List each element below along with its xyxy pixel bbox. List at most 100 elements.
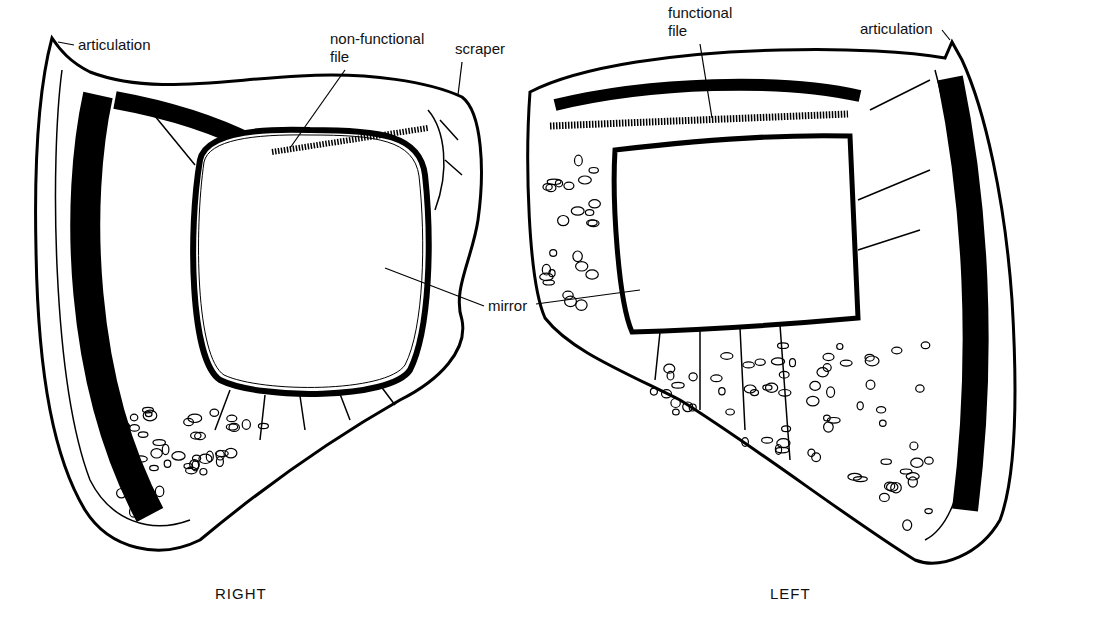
part-label: scraper [455, 40, 505, 58]
wing-cell [226, 424, 237, 430]
wing-cell [880, 493, 890, 501]
wing-cell [755, 359, 765, 365]
wing-cell [195, 432, 206, 439]
wing-cell [588, 220, 599, 227]
right-wing-outline [36, 38, 482, 550]
wing-cell [563, 291, 573, 299]
wing-cell [807, 396, 819, 406]
wing-cell [558, 216, 569, 226]
wing-cell [550, 250, 557, 257]
wing-cell [227, 415, 237, 421]
wing-cell [200, 469, 207, 475]
wing-cell [766, 383, 778, 392]
wing-cell [151, 449, 162, 458]
wing-cell [910, 442, 918, 450]
wing-cell [837, 344, 843, 350]
wing-cell [854, 477, 868, 482]
wing-cell [576, 300, 587, 311]
wing-cell [925, 509, 932, 514]
wing-cell [573, 251, 582, 262]
left-mirror [614, 136, 858, 332]
wing-cell [172, 452, 185, 460]
wing-cell [743, 362, 754, 368]
wing-cell [164, 460, 171, 467]
wing-cell [887, 483, 898, 492]
wing-cell [726, 409, 735, 415]
wing-cell [216, 451, 229, 457]
dark-band [85, 95, 150, 515]
wing-cell [827, 387, 835, 398]
wing-cell [555, 180, 562, 187]
wing-cell [877, 407, 886, 413]
right-wing-inner-edge [55, 70, 190, 526]
wing-cell [900, 469, 912, 474]
wing-cell [565, 296, 577, 307]
wing-cell [162, 444, 169, 454]
wing-cell [184, 464, 193, 469]
wing-cell [689, 373, 697, 381]
wing-cell [579, 176, 592, 184]
part-label: articulation [78, 36, 151, 54]
wing-cell [925, 457, 934, 464]
wing-cell [762, 437, 773, 443]
wing-cell [225, 448, 237, 458]
wing-cell [866, 380, 875, 389]
dark-band [950, 78, 976, 510]
side-label: LEFT [770, 585, 811, 603]
wing-cell [921, 342, 930, 349]
wing-cell [711, 375, 722, 382]
wing-cell [823, 364, 831, 372]
veins [150, 110, 395, 440]
wing-cell [540, 273, 553, 280]
wing-cell [216, 457, 223, 467]
wing-cell [840, 360, 852, 366]
wing-cell [199, 454, 212, 463]
wing-cell [586, 270, 598, 279]
wing-cell [908, 477, 917, 487]
wing-cell [823, 353, 834, 360]
wing-cell [130, 425, 140, 432]
wing-cell [721, 353, 733, 360]
wing-cell [546, 184, 556, 191]
left-wing-outline [528, 42, 1015, 563]
wing-cell [916, 385, 924, 392]
right-mirror-inner [199, 135, 423, 388]
wing-cell [242, 420, 250, 430]
wing-cell [903, 520, 912, 531]
wing-cell [155, 486, 163, 496]
wing-cell [585, 210, 593, 216]
wing-cell [575, 155, 583, 166]
scraper-edge [428, 110, 462, 210]
wing-cell [138, 432, 148, 438]
wing-cell [751, 390, 759, 396]
part-label: mirror [488, 297, 527, 315]
wing-cell [130, 414, 137, 421]
part-label: functional file [668, 4, 753, 40]
wing-cell [790, 359, 796, 367]
wing-cell [880, 420, 887, 426]
side-label: RIGHT [215, 585, 267, 603]
wing-cell [143, 407, 154, 413]
wing-cell [589, 168, 598, 174]
wing-cell [673, 409, 680, 415]
wing-cell [775, 445, 781, 455]
wing-cell [778, 343, 789, 349]
wing-cell [857, 402, 863, 410]
wing-cell [817, 368, 828, 377]
wing-cell [589, 200, 601, 208]
leader-lines [58, 30, 950, 306]
wing-cell [763, 385, 772, 390]
part-label: non-functional file [330, 30, 440, 66]
wing-cell [150, 465, 159, 470]
wing-cell [143, 410, 157, 421]
wing-cell [827, 418, 840, 424]
veins [655, 80, 930, 460]
wing-cell [571, 207, 584, 215]
wing-cell [865, 356, 879, 366]
wing-cell [812, 453, 821, 462]
part-label: articulation [860, 20, 933, 38]
functional-file [550, 114, 848, 126]
wing-cell [210, 409, 219, 416]
